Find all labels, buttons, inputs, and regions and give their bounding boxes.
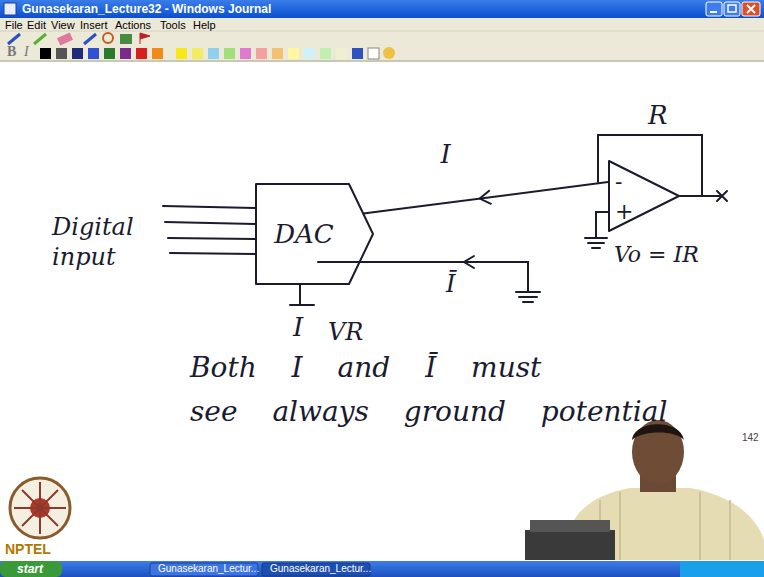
note-text: Both I and Ī must see always ground pote… (190, 346, 760, 434)
taskbar-item: Gunasekaran_Lectur... (270, 563, 371, 575)
noninverting-input-sign: + (615, 200, 633, 224)
menu-item: View (51, 19, 75, 32)
menu-item: Tools (160, 19, 186, 32)
nptel-logo (10, 478, 70, 538)
bold-button: B (7, 44, 16, 61)
menu-item: Actions (115, 19, 151, 32)
logo-text: NPTEL (5, 541, 51, 558)
start-button: start (17, 562, 43, 576)
taskbar-item: Gunasekaran_Lectur... (158, 563, 259, 575)
reference-voltage-label: VR (328, 318, 363, 347)
menu-item: Edit (27, 19, 46, 32)
menu-item: File (5, 19, 23, 32)
window-title: Gunasekaran_Lecture32 - Windows Journal (22, 2, 271, 16)
menu-item: Insert (80, 19, 108, 32)
page-number: 142 (742, 432, 759, 444)
input-label: Digital input (52, 212, 152, 272)
current-label: Ī (446, 270, 455, 299)
block-name: DAC (274, 220, 334, 249)
dac-block: DAC (255, 183, 374, 285)
current-label: I (441, 139, 451, 170)
reference-current-label: I (293, 312, 303, 343)
menu-item: Help (193, 19, 216, 32)
input-lines (163, 135, 727, 305)
resistor-label: R (648, 100, 668, 131)
italic-button: I (24, 44, 29, 61)
current-wire (363, 182, 608, 214)
inverting-input-sign: - (615, 170, 622, 194)
color-palette (40, 47, 395, 59)
presenter (525, 420, 764, 560)
opamp-symbol: -+ (608, 160, 680, 232)
output-equation: Vo = IR (614, 242, 699, 268)
